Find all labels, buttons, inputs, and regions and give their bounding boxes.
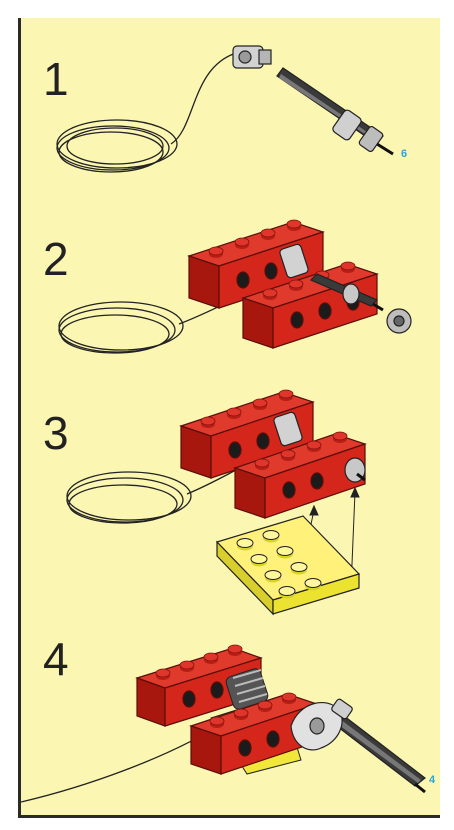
step-1-connector (233, 46, 271, 68)
step-1-axle (277, 68, 393, 154)
step-1-wire-coil (57, 53, 236, 172)
step-3-illustration (67, 390, 365, 614)
step-4-illustration (21, 645, 425, 802)
instruction-panel: 1 2 3 4 6 4 (18, 18, 440, 818)
instruction-illustrations (21, 18, 443, 818)
step-1-illustration (57, 46, 393, 172)
step-2-illustration (59, 220, 411, 353)
step-3-yellow-plate (217, 516, 359, 614)
step-2-bushing (387, 309, 411, 333)
